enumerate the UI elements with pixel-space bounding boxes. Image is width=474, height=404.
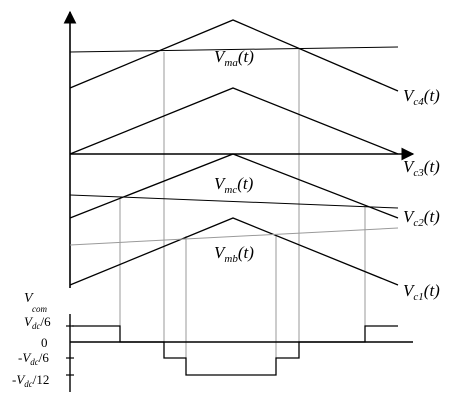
label-vma: V (214, 47, 227, 66)
label-vc4: V (403, 86, 416, 105)
label-vc2-sub: c2 (413, 217, 424, 229)
label-vc1: V (403, 281, 416, 300)
label-vc3: V (403, 157, 416, 176)
label-vmb-sub: mb (224, 253, 238, 265)
modulation-vma (69, 46, 399, 53)
tick-neg-sub: dc (30, 357, 39, 367)
tick-pos-v: V (24, 314, 34, 329)
label-vc2-t: (t) (424, 207, 440, 226)
tick-neg-den: /6 (39, 350, 50, 365)
label-vmb-t: (t) (238, 243, 254, 262)
vcom-waveform (72, 325, 398, 376)
tick-pos-den: /6 (40, 314, 51, 329)
label-vcom-sub: com (32, 304, 47, 314)
svg-text:-Vdc/12: -Vdc/12 (12, 372, 49, 389)
svg-text:Vc1(t): Vc1(t) (403, 281, 440, 303)
guide-lines (119, 48, 366, 375)
svg-text:Vdc/6: Vdc/6 (24, 314, 51, 331)
label-vmc-sub: mc (224, 184, 237, 196)
tick-neg2-den: /12 (33, 372, 50, 387)
label-vc4-sub: c4 (413, 96, 424, 108)
label-vc1-sub: c1 (413, 291, 423, 303)
label-vmc-t: (t) (237, 174, 253, 193)
svg-text:-Vdc/6: -Vdc/6 (18, 350, 49, 367)
tick-pos-sub: dc (32, 321, 41, 331)
svg-text:Vc4(t): Vc4(t) (403, 86, 440, 108)
tick-neg2-sub: dc (24, 379, 33, 389)
label-vc2: V (403, 207, 416, 226)
svg-text:Vma(t): Vma(t) (214, 47, 254, 69)
label-vma-sub: ma (224, 57, 238, 69)
tick-neg2-v: -V (12, 372, 26, 387)
label-vc3-t: (t) (424, 157, 440, 176)
svg-text:Vmb(t): Vmb(t) (214, 243, 254, 265)
carrier-vc3 (69, 87, 399, 155)
tick-neg-v: -V (18, 350, 32, 365)
label-vc3-sub: c3 (413, 167, 424, 179)
label-vmb: V (214, 243, 227, 262)
carrier-vc1 (69, 217, 399, 286)
svg-text:Vcom: Vcom (24, 291, 47, 314)
modulation-vmb (69, 227, 399, 246)
carrier-vc4 (69, 19, 399, 92)
label-vmc: V (214, 174, 227, 193)
label-vc4-t: (t) (424, 86, 440, 105)
svg-text:Vc3(t): Vc3(t) (403, 157, 440, 179)
label-vc1-t: (t) (424, 281, 440, 300)
tick-zero: 0 (41, 335, 48, 350)
svg-text:Vmc(t): Vmc(t) (214, 174, 254, 196)
label-vma-t: (t) (238, 47, 254, 66)
modulation-vmc (69, 194, 399, 209)
svg-text:Vc2(t): Vc2(t) (403, 207, 440, 229)
label-vcom: V (24, 291, 34, 306)
